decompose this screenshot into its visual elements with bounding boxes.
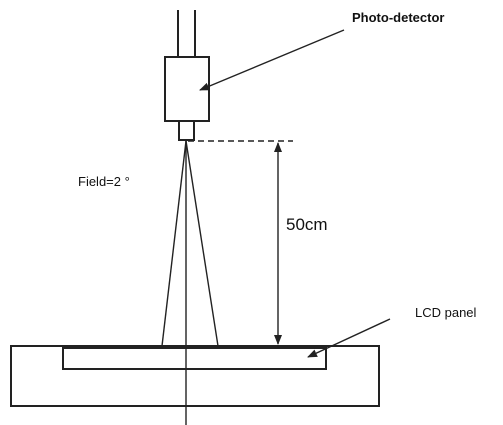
distance-label: 50cm [286, 215, 328, 234]
detector-label: Photo-detector [352, 10, 444, 25]
detector-lens [178, 120, 195, 141]
lcd-panel [62, 347, 327, 370]
panel-label: LCD panel [415, 305, 477, 320]
field-cone-left [161, 140, 187, 347]
field-label: Field=2 ° [78, 174, 130, 189]
panel-base-frame [10, 345, 380, 407]
field-cone-right [185, 140, 219, 347]
panel-pointer-arrow [307, 318, 391, 358]
detector-pointer-arrow [199, 29, 345, 91]
